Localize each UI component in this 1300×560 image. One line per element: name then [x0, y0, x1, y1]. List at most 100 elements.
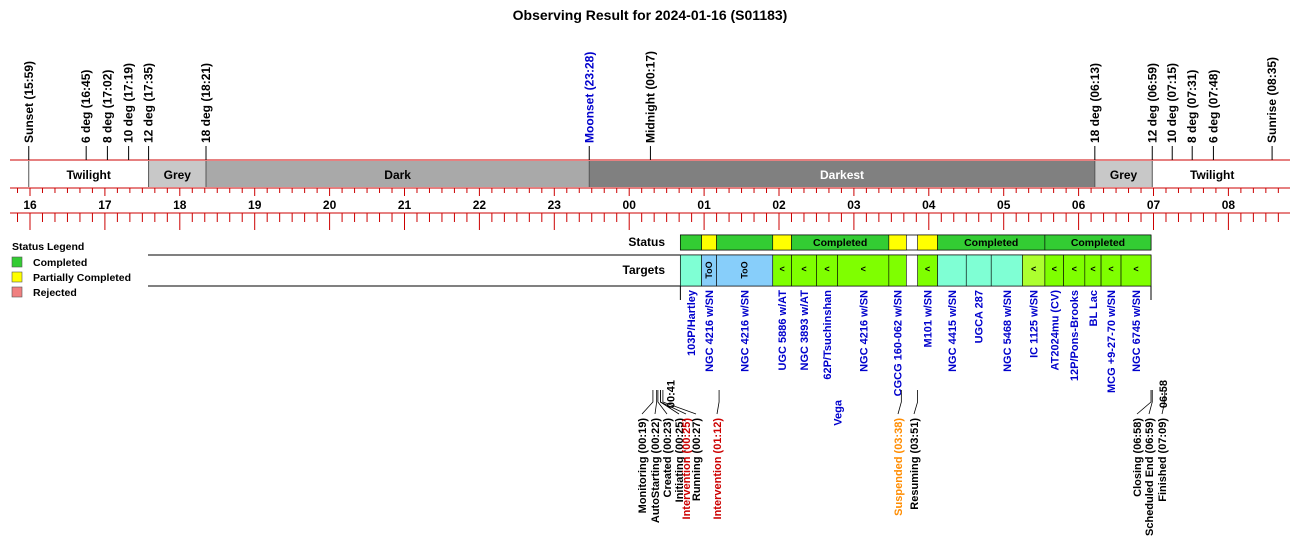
hour-tick-label: 19 [248, 198, 262, 212]
sky-band-label: Twilight [1190, 168, 1234, 182]
hour-tick-label: 02 [772, 198, 786, 212]
target-name-label: UGCA 287 [974, 290, 986, 343]
status-block [888, 234, 907, 251]
target-too-mark: ToO [740, 261, 750, 278]
extra-target-label: Vega [833, 399, 845, 426]
target-name-label: IC 1125 w/SN [1029, 290, 1041, 358]
target-name-label: MCG +9-27-70 w/SN [1106, 290, 1118, 393]
bottom-event-label: Intervention (01:12) [712, 418, 724, 520]
top-event-label: 6 deg (16:45) [79, 70, 93, 143]
top-event-label: 6 deg (07:48) [1206, 70, 1220, 143]
targets-row-label: Targets [623, 263, 666, 277]
bottom-event-leader [716, 390, 720, 415]
target-name-label: NGC 3893 w/AT [799, 290, 811, 371]
chart-title: Observing Result for 2024-01-16 (S01183) [513, 7, 788, 23]
bottom-event-leader [1161, 390, 1166, 415]
bottom-event-leader [1136, 390, 1152, 415]
hour-tick-label: 22 [473, 198, 487, 212]
bottom-event-label: Finished (07:09) [1157, 418, 1169, 502]
target-mark: < [779, 264, 784, 274]
legend-swatch [11, 286, 23, 298]
hour-tick-label: 16 [23, 198, 37, 212]
bottom-event-label: Monitoring (00:19) [637, 418, 649, 514]
hour-tick-label: 01 [697, 198, 711, 212]
hour-tick-label: 05 [997, 198, 1011, 212]
range-end-label: 06:58 [1158, 380, 1170, 408]
sky-band [1094, 161, 1153, 187]
target-mark: < [1133, 264, 1138, 274]
status-blocks: Completed Completed Completed [679, 234, 1152, 251]
status-block [772, 234, 792, 251]
target-mark: < [824, 264, 829, 274]
sky-band [589, 161, 1095, 187]
target-block [716, 254, 774, 287]
legend-title: Status Legend [12, 241, 84, 253]
bottom-event-label: Initiating (00:25) [674, 418, 686, 503]
bottom-event-leader [1148, 390, 1153, 415]
target-name-label: NGC 6745 w/SN [1131, 290, 1143, 372]
target-mark: < [925, 264, 930, 274]
target-too-mark: ToO [704, 261, 714, 278]
hour-tick-label: 07 [1147, 198, 1161, 212]
legend-swatch [11, 256, 23, 268]
hour-tick-label: 18 [173, 198, 187, 212]
status-block-label: Completed [1071, 237, 1125, 249]
top-event-label: 18 deg (06:13) [1088, 63, 1102, 143]
sky-band-label: Dark [384, 168, 411, 182]
status-block [917, 234, 938, 251]
status-block [680, 234, 702, 251]
target-name-label: 103P/Hartley [686, 289, 698, 356]
bottom-event-leader [897, 390, 902, 415]
target-block [1120, 254, 1152, 287]
top-events: Sunset (15:59) 6 deg (16:45) 8 deg (17:02)… [22, 51, 1279, 160]
target-name-label: M101 w/SN [923, 290, 935, 348]
target-name-label: NGC 4415 w/SN [947, 290, 959, 372]
hour-tick-label: 08 [1222, 198, 1236, 212]
top-event-label: 12 deg (17:35) [142, 63, 156, 143]
status-row-label: Status [628, 235, 665, 249]
legend-item-label: Rejected [33, 287, 77, 299]
sky-band-label: Darkest [820, 168, 864, 182]
target-name-label: CGCG 160-062 w/SN [893, 290, 905, 396]
bottom-event-leader [913, 390, 918, 415]
target-name-label: UGC 5886 w/AT [777, 290, 789, 371]
target-mark: < [801, 264, 806, 274]
status-block-label: Completed [813, 237, 867, 249]
bottom-event-label: Created (00:23) [662, 418, 674, 498]
top-event-label: Sunset (15:59) [22, 61, 36, 143]
bottom-events: Monitoring (00:19)AutoStarting (00:22)Cr… [637, 390, 1169, 536]
status-block-label: Completed [964, 237, 1018, 249]
sky-band [206, 161, 590, 187]
target-mark: < [1108, 264, 1113, 274]
hour-tick-label: 04 [922, 198, 936, 212]
range-start-label: 00:41 [665, 380, 677, 408]
bottom-event-label: Scheduled End (06:59) [1144, 418, 1156, 536]
target-name-label: AT2024mu (CV) [1049, 290, 1061, 371]
hour-tick-label: 23 [548, 198, 562, 212]
hour-tick-label: 00 [623, 198, 637, 212]
top-event-label: 12 deg (06:59) [1145, 63, 1159, 143]
legend-item-label: Completed [33, 257, 87, 269]
legend-item-label: Partially Completed [33, 272, 131, 284]
bottom-event-label: Suspended (03:38) [893, 418, 905, 516]
sky-band-label: Grey [164, 168, 192, 182]
target-block [990, 254, 1023, 287]
top-event-label: Sunrise (08:35) [1265, 57, 1279, 143]
bottom-event-label: Running (00:27) [691, 418, 703, 501]
bottom-event-leader [654, 390, 658, 415]
top-event-label: 8 deg (07:31) [1185, 70, 1199, 143]
top-event-label: 8 deg (17:02) [100, 70, 114, 143]
status-targets-rows: Status Targets [148, 235, 680, 287]
target-name-label: NGC 4216 w/SN [858, 290, 870, 372]
target-mark: < [1090, 264, 1095, 274]
hour-tick-label: 17 [98, 198, 112, 212]
hour-tick-label: 20 [323, 198, 337, 212]
top-event-label: 10 deg (17:19) [122, 63, 136, 143]
status-block [1044, 234, 1152, 251]
legend-swatch [11, 271, 23, 283]
hour-tick-label: 03 [847, 198, 861, 212]
target-block [837, 254, 890, 287]
